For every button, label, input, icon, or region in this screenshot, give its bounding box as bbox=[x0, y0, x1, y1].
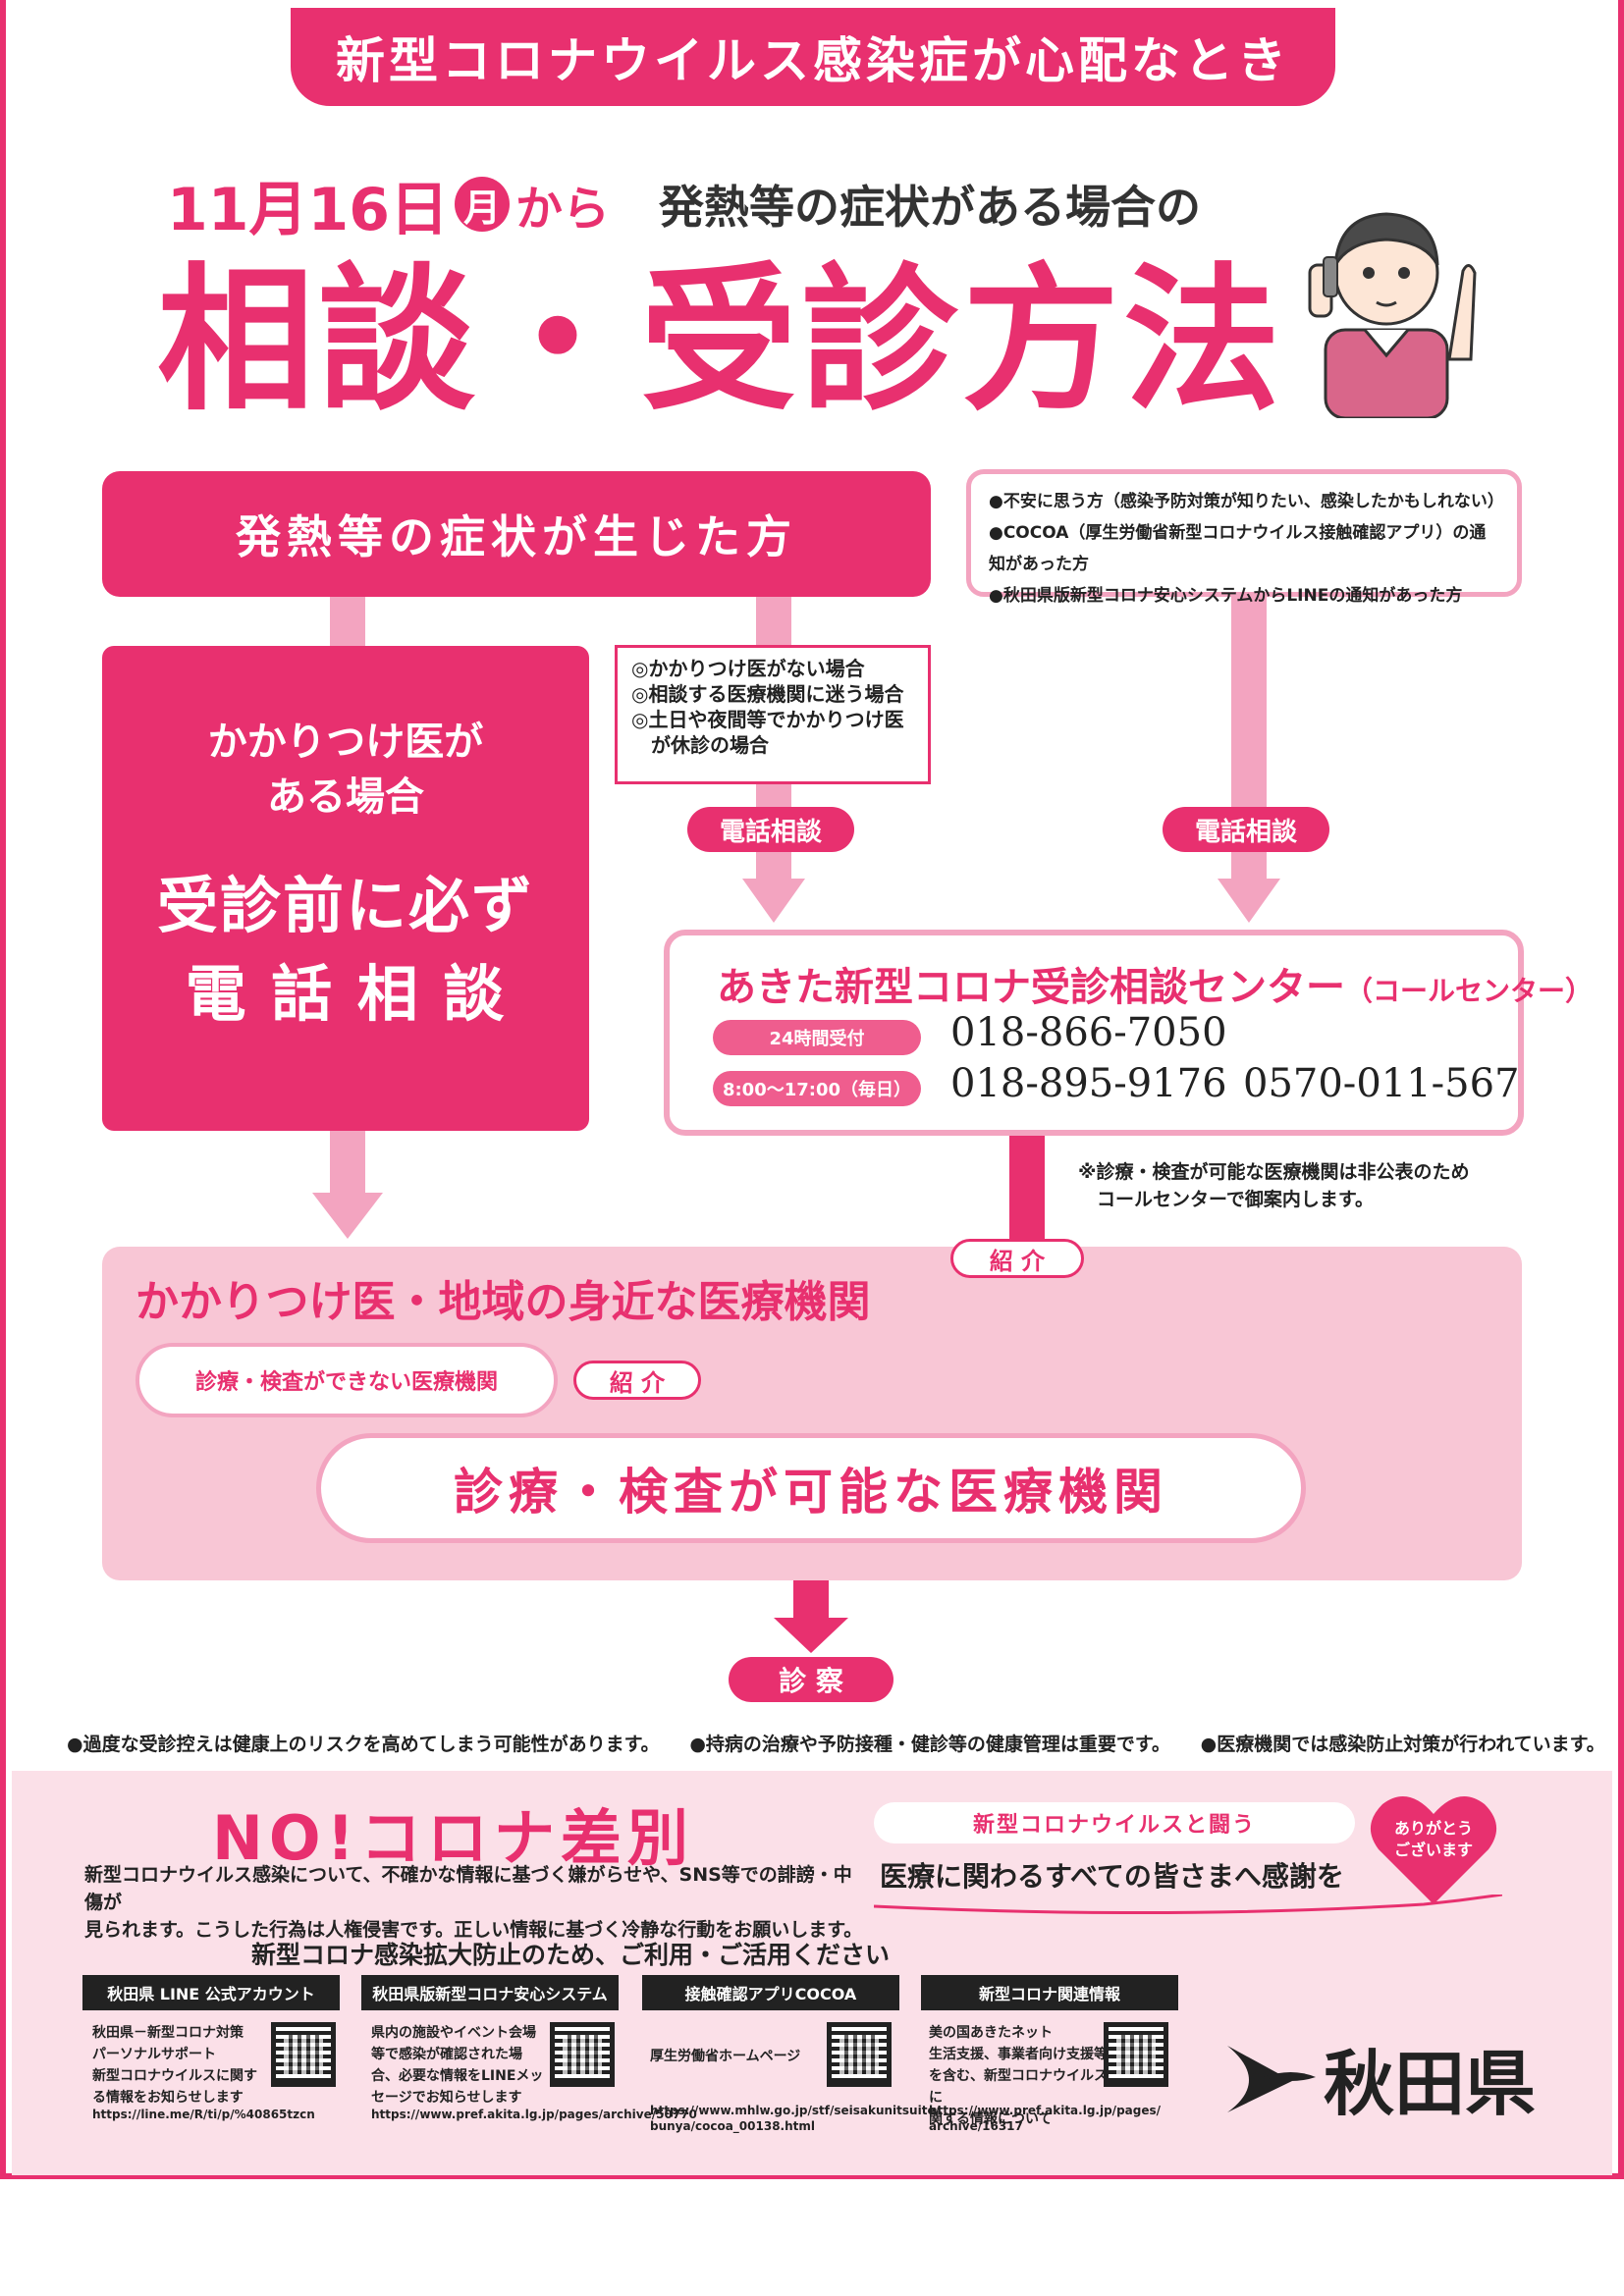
has-doctor-label: かかりつけ医が ある場合 bbox=[102, 715, 589, 825]
card-text-row: 県内の施設やイベント会場 bbox=[371, 2025, 536, 2041]
callcenter-box: あきた新型コロナ受診相談センター（コールセンター） 24時間受付 018-866… bbox=[664, 930, 1593, 1136]
card-url[interactable]: https://www.pref.akita.lg.jp/pages/ arch… bbox=[929, 2103, 1194, 2134]
weekday-badge: 月 bbox=[455, 177, 510, 232]
card-url-row: https://www.mhlw.go.jp/stf/seisakunitsui… bbox=[650, 2104, 940, 2117]
note-line: ※診療・検査が可能な医療機関は非公表のため bbox=[1078, 1161, 1470, 1183]
symptom-box: 発熱等の症状が生じた方 bbox=[102, 471, 931, 597]
resources-intro: 新型コロナ感染拡大防止のため、ご利用・ご活用ください bbox=[251, 1941, 891, 1969]
card-text-info: 美の国あきたネット 生活支援、事業者向け支援等 を含む、新型コロナウイルスに 関… bbox=[929, 2022, 1115, 2130]
anxiety-item: ●不安に思う方（感染予防対策が知りたい、感染したかもしれない） bbox=[989, 492, 1504, 511]
page-title: 相談・受診方法 bbox=[157, 248, 1285, 432]
qr-code-icon[interactable] bbox=[827, 2022, 892, 2087]
from-label: から bbox=[515, 182, 611, 237]
card-text-row: る情報をお知らせします bbox=[92, 2090, 244, 2106]
card-text-line: 秋田県－新型コロナ対策 パーソナルサポート 新型コロナウイルスに関す る情報をお… bbox=[92, 2022, 269, 2109]
card-head-line: 秋田県 LINE 公式アカウント bbox=[82, 1975, 340, 2010]
card-text-anshin: 県内の施設やイベント会場 等で感染が確認された場 合、必要な情報をLINEメッ … bbox=[371, 2022, 548, 2109]
prefecture-name: 秋田県 bbox=[1324, 2042, 1537, 2125]
notice-item: ●医療機関では感染防止対策が行われています。 bbox=[1200, 1734, 1605, 1755]
card-text-row: 生活支援、事業者向け支援等 bbox=[929, 2047, 1108, 2062]
phone-consult-badge: 電話相談 bbox=[687, 807, 854, 852]
phone-number-day-1[interactable]: 018-895-9176 bbox=[950, 1061, 1227, 1106]
hours-24-badge: 24時間受付 bbox=[713, 1020, 921, 1055]
card-url-row: bunya/cocoa_00138.html bbox=[650, 2119, 815, 2133]
has-doctor-box: かかりつけ医が ある場合 受診前に必ず 電 話 相 談 bbox=[102, 646, 589, 1131]
can-test-box: 診療・検査が可能な医療機関 bbox=[316, 1433, 1306, 1543]
no-doctor-item: ◎土日や夜間等でかかりつけ医 bbox=[631, 708, 904, 731]
heart-line: ありがとう bbox=[1393, 1819, 1473, 1838]
no-doctor-item: が休診の場合 bbox=[631, 733, 769, 757]
referral-badge: 紹 介 bbox=[573, 1361, 701, 1400]
text-line: 見られます。こうした行為は人権侵害です。正しい情報に基づく冷静な行動をお願いしま… bbox=[84, 1919, 863, 1941]
local-medical-title: かかりつけ医・地域の身近な医療機関 bbox=[135, 1277, 871, 1327]
card-text-row: 等で感染が確認された場 bbox=[371, 2047, 522, 2062]
cannot-test-box: 診療・検査ができない医療機関 bbox=[135, 1343, 558, 1417]
has-doctor-line: かかりつけ医が bbox=[207, 720, 484, 765]
must-call-label: 受診前に必ず 電 話 相 談 bbox=[102, 862, 589, 1039]
akita-mark-icon bbox=[1227, 2046, 1316, 2112]
card-text-row: 合、必要な情報をLINEメッ bbox=[371, 2068, 544, 2084]
fight-label: 新型コロナウイルスと闘う bbox=[874, 1802, 1355, 1843]
top-banner: 新型コロナウイルス感染症が心配なとき bbox=[291, 8, 1335, 106]
no-discrimination-text: 新型コロナウイルス感染について、不確かな情報に基づく嫌がらせや、SNS等での誹謗… bbox=[84, 1861, 870, 1944]
thanks-ribbon bbox=[874, 1895, 1502, 1915]
card-text-row: 厚生労働省ホームページ bbox=[650, 2049, 801, 2064]
must-call-line: 電 話 相 談 bbox=[185, 958, 507, 1030]
notice-item: ●過度な受診控えは健康上のリスクを高めてしまう可能性があります。 bbox=[67, 1734, 660, 1755]
card-head-info: 新型コロナ関連情報 bbox=[921, 1975, 1178, 2010]
phone-number-24h[interactable]: 018-866-7050 bbox=[950, 1010, 1227, 1055]
page-frame bbox=[0, 0, 1624, 2179]
card-text-row: 美の国あきたネット bbox=[929, 2025, 1053, 2041]
heart-line: ございます bbox=[1393, 1841, 1473, 1859]
qr-code-icon[interactable] bbox=[1104, 2022, 1168, 2087]
heart-icon bbox=[1370, 1796, 1497, 1904]
no-doctor-item: ◎相談する医療機関に迷う場合 bbox=[631, 682, 904, 706]
card-text-row: セージでお知らせします bbox=[371, 2090, 522, 2106]
referral-badge: 紹 介 bbox=[950, 1239, 1084, 1278]
qr-code-icon[interactable] bbox=[271, 2022, 336, 2087]
notice-bullets: ●過度な受診控えは健康上のリスクを高めてしまう可能性があります。 ●持病の治療や… bbox=[67, 1730, 1605, 1756]
no-doctor-box: ◎かかりつけ医がない場合 ◎相談する医療機関に迷う場合 ◎土日や夜間等でかかりつ… bbox=[615, 645, 931, 784]
card-url-row: archive/16317 bbox=[929, 2119, 1023, 2133]
anxiety-item: ●秋田県版新型コロナ安心システムからLINEの通知があった方 bbox=[989, 586, 1463, 606]
callcenter-name: あきた新型コロナ受診相談センター bbox=[717, 965, 1345, 1010]
card-url-row: https://www.pref.akita.lg.jp/pages/ bbox=[929, 2104, 1162, 2117]
anxiety-item: ●COCOA（厚生労働省新型コロナウイルス接触確認アプリ）の通知があった方 bbox=[989, 523, 1487, 574]
card-url[interactable]: https://line.me/R/ti/p/%40865tzcn bbox=[92, 2108, 315, 2121]
heart-text: ありがとう ございます bbox=[1369, 1818, 1498, 1861]
has-doctor-line: ある場合 bbox=[267, 774, 424, 820]
no-doctor-item: ◎かかりつけ医がない場合 bbox=[631, 657, 865, 680]
start-date: 11月16日 bbox=[167, 175, 449, 244]
card-url[interactable]: https://www.mhlw.go.jp/stf/seisakunitsui… bbox=[650, 2103, 940, 2134]
subtitle: 発熱等の症状がある場合の bbox=[659, 181, 1202, 234]
hours-day-badge: 8:00～17:00（毎日） bbox=[713, 1071, 921, 1106]
thanks-message: 医療に関わるすべての皆さまへ感謝を bbox=[880, 1860, 1344, 1893]
phone-consult-badge: 電話相談 bbox=[1163, 807, 1329, 852]
note-line: コールセンターで御案内します。 bbox=[1078, 1189, 1374, 1210]
no-discrimination-title: NO!コロナ差別 bbox=[212, 1802, 694, 1874]
text-line: 新型コロナウイルス感染について、不確かな情報に基づく嫌がらせや、SNS等での誹謗… bbox=[84, 1864, 852, 1913]
notice-item: ●持病の治療や予防接種・健診等の健康管理は重要です。 bbox=[689, 1734, 1170, 1755]
card-head-cocoa: 接触確認アプリCOCOA bbox=[642, 1975, 899, 2010]
callcenter-title: あきた新型コロナ受診相談センター（コールセンター） bbox=[717, 955, 1593, 1012]
callcenter-note: ※診療・検査が可能な医療機関は非公表のため コールセンターで御案内します。 bbox=[1078, 1158, 1549, 1213]
must-call-line: 受診前に必ず bbox=[156, 870, 534, 941]
anxiety-box: ●不安に思う方（感染予防対策が知りたい、感染したかもしれない） ●COCOA（厚… bbox=[966, 469, 1522, 606]
akita-logo: 秋田県 bbox=[1223, 2028, 1547, 2126]
card-text-row: 新型コロナウイルスに関す bbox=[92, 2068, 257, 2084]
card-url[interactable]: https://www.pref.akita.lg.jp/pages/archi… bbox=[371, 2108, 697, 2121]
person-on-phone-icon bbox=[1308, 212, 1477, 418]
date-line: 11月16日 月 から 発熱等の症状がある場合の bbox=[167, 165, 1296, 244]
card-text-row: 秋田県－新型コロナ対策 bbox=[92, 2025, 244, 2041]
card-text-row: を含む、新型コロナウイルスに bbox=[929, 2068, 1108, 2106]
exam-badge: 診 察 bbox=[729, 1657, 893, 1702]
card-text-row: 関する情報について bbox=[929, 2111, 1053, 2127]
phone-number-day-2[interactable]: 0570-011-567 bbox=[1243, 1061, 1520, 1106]
callcenter-suffix: （コールセンター） bbox=[1345, 975, 1594, 1007]
card-text-row: パーソナルサポート bbox=[92, 2047, 216, 2062]
card-text-cocoa: 厚生労働省ホームページ bbox=[650, 2046, 827, 2067]
card-head-anshin: 秋田県版新型コロナ安心システム bbox=[361, 1975, 619, 2010]
qr-code-icon[interactable] bbox=[550, 2022, 615, 2087]
